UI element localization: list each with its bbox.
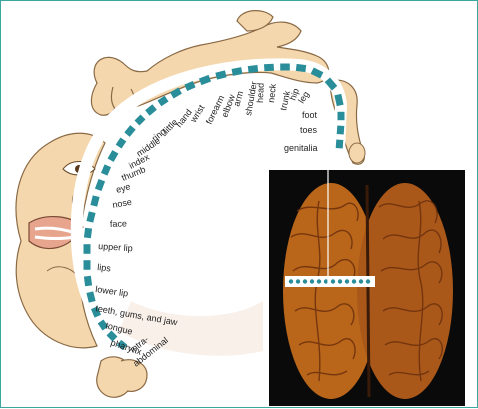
label-upper-lip: upper lip bbox=[98, 241, 133, 253]
section-band-dot bbox=[296, 279, 300, 283]
section-band-dot bbox=[310, 279, 314, 283]
label-eye: eye bbox=[115, 181, 132, 195]
cortex-segment-bar bbox=[339, 140, 340, 148]
brain-photo-icon bbox=[283, 183, 453, 399]
section-band-dot bbox=[345, 279, 349, 283]
cortex-segment-bar bbox=[147, 107, 154, 113]
cortex-segment-bar bbox=[90, 212, 92, 222]
section-band-dot bbox=[303, 279, 307, 283]
label-toes: toes bbox=[300, 125, 318, 135]
cortex-segment-bar bbox=[87, 276, 88, 286]
section-band-dot bbox=[359, 279, 363, 283]
cortex-segment-bar bbox=[127, 127, 133, 134]
label-lips: lips bbox=[97, 262, 112, 273]
cortex-segment-bar bbox=[119, 139, 124, 146]
cortex-segment-bar bbox=[264, 67, 274, 68]
section-band-dot bbox=[352, 279, 356, 283]
cortex-segment-bar bbox=[296, 67, 306, 68]
cortex-segment-bar bbox=[216, 74, 226, 76]
cortex-segment-bar bbox=[159, 99, 166, 104]
cortex-segment-bar bbox=[104, 166, 108, 174]
label-face: face bbox=[110, 218, 127, 229]
section-band-dot bbox=[317, 279, 321, 283]
cortex-segment-bar bbox=[338, 95, 340, 106]
label-neck: neck bbox=[266, 83, 278, 103]
section-band-dot bbox=[331, 279, 335, 283]
cortex-segment-bar bbox=[312, 71, 322, 76]
cortex-segment-bar bbox=[200, 78, 210, 82]
section-band-dot bbox=[366, 279, 370, 283]
cortex-segment-bar bbox=[111, 152, 116, 160]
cortex-segment-bar bbox=[172, 91, 180, 96]
label-genitalia: genitalia bbox=[284, 143, 318, 153]
label-lower-lip: lower lip bbox=[95, 284, 129, 298]
cortex-segment-bar bbox=[232, 71, 242, 73]
label-trunk: trunk bbox=[278, 89, 292, 111]
brain-photo bbox=[269, 170, 465, 406]
section-band-dot bbox=[289, 279, 293, 283]
section-band-dot bbox=[338, 279, 342, 283]
cortex-segment-bar bbox=[94, 196, 96, 206]
cortex-segment-bar bbox=[248, 68, 258, 69]
cortex-segment-bar bbox=[98, 180, 102, 190]
label-nose: nose bbox=[112, 197, 133, 210]
cortex-segment-bar bbox=[340, 126, 341, 134]
cortex-segment-bar bbox=[186, 84, 194, 88]
label-foot: foot bbox=[302, 110, 318, 120]
cortex-segment-bar bbox=[90, 292, 92, 302]
cortex-segment-bar bbox=[87, 228, 88, 238]
cortex-segment-bar bbox=[137, 117, 143, 123]
